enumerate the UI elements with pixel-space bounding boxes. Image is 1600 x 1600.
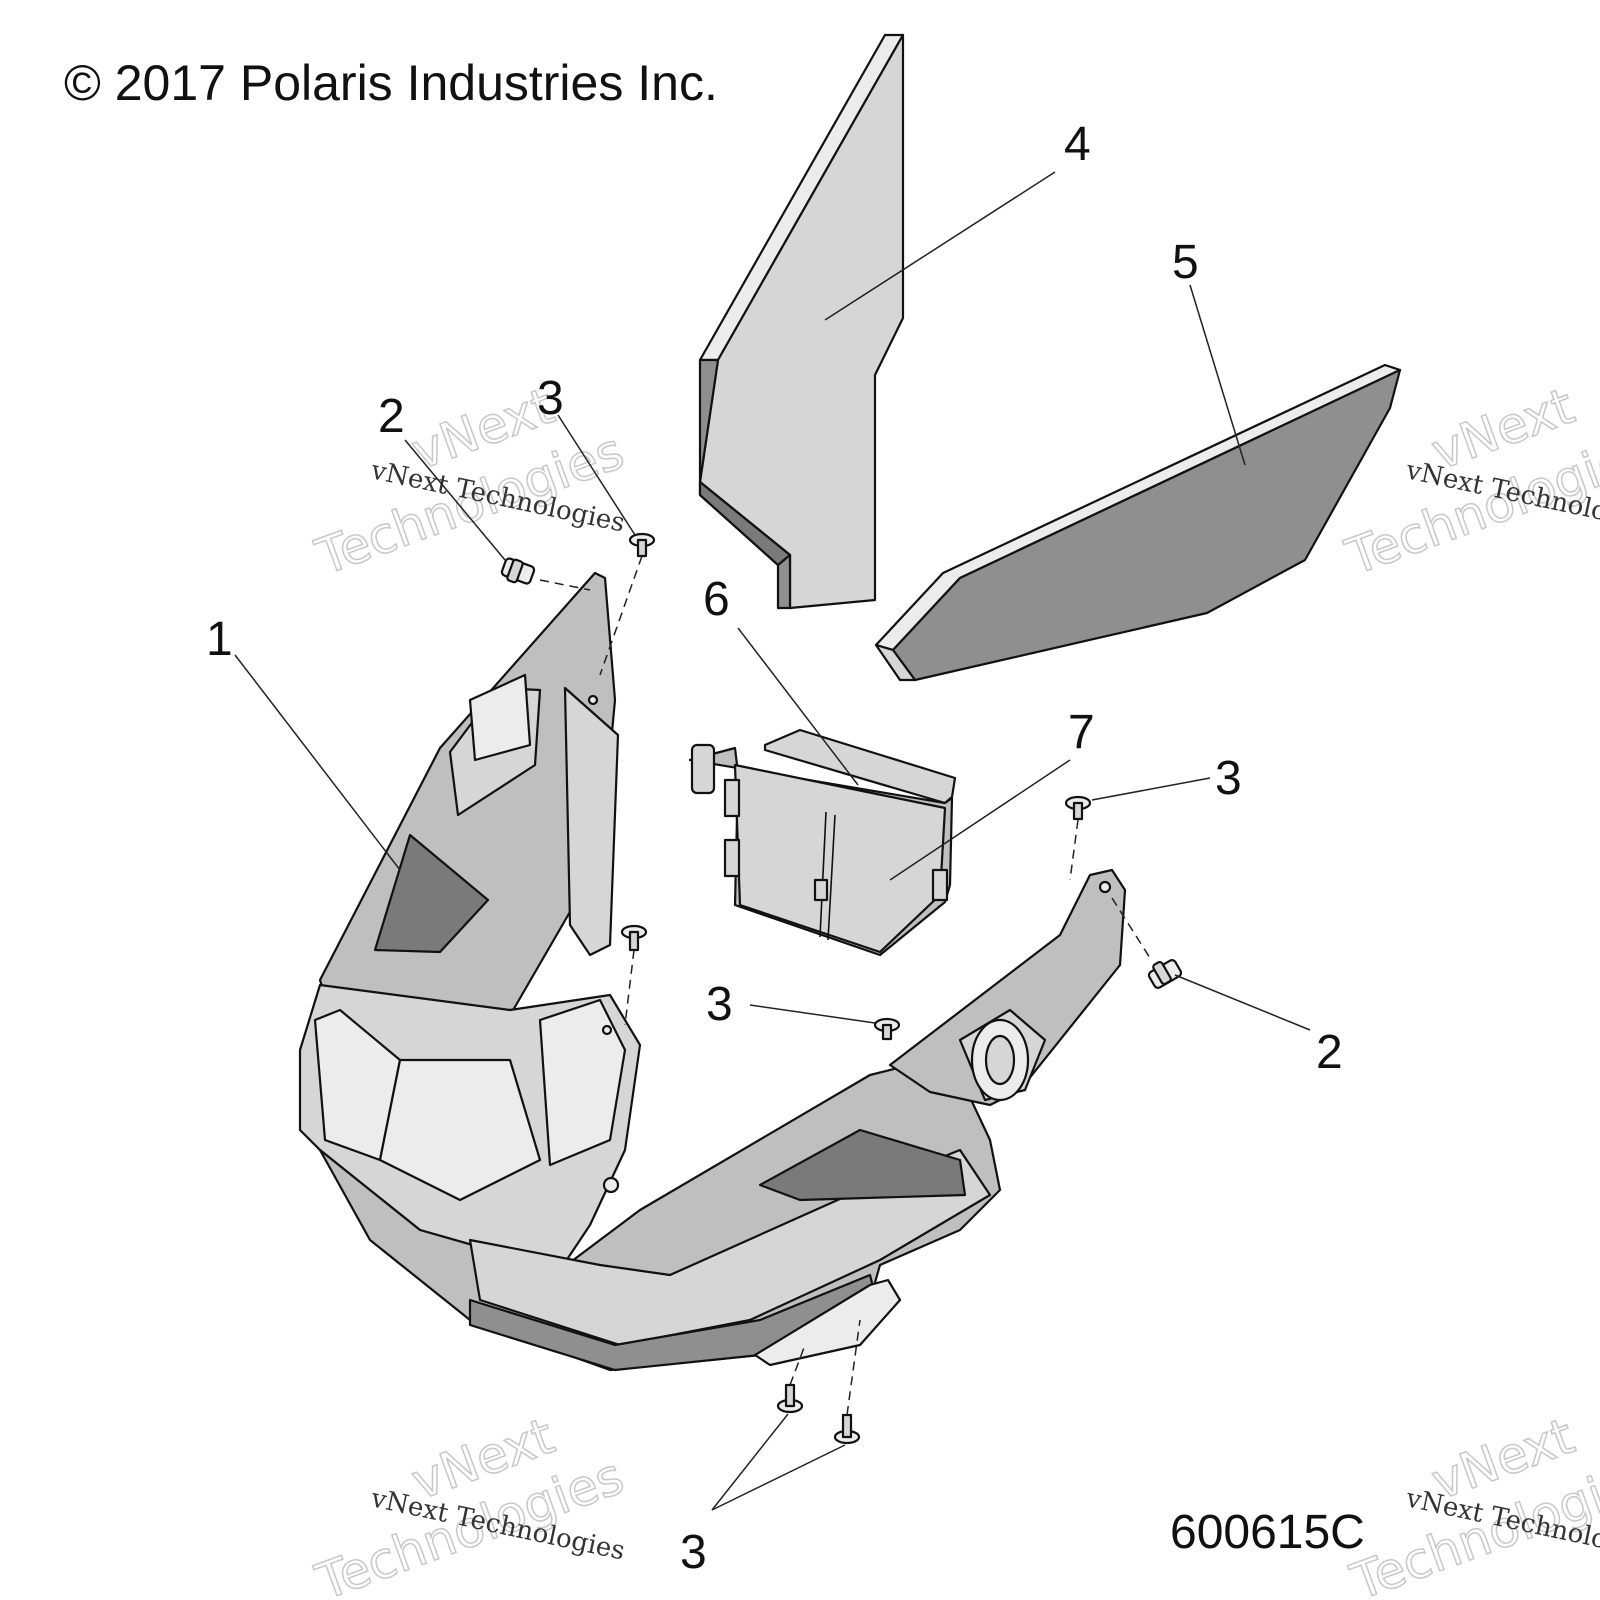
callout-4: 4 <box>1064 118 1091 171</box>
callout-3-right: 3 <box>1215 752 1242 805</box>
callout-3-top: 3 <box>537 372 564 425</box>
fastener-3-bottom-a <box>776 1383 804 1414</box>
fastener-2-right <box>1147 959 1183 989</box>
fastener-2-top-left <box>500 557 536 585</box>
part-1-body <box>298 571 1127 1372</box>
leader-lines <box>234 171 1311 1511</box>
callout-5: 5 <box>1172 236 1199 289</box>
fastener-3-right <box>1064 795 1092 821</box>
part-7-tray <box>688 743 954 957</box>
fastener-3-center <box>873 1017 901 1041</box>
callout-7: 7 <box>1068 706 1095 759</box>
copyright-text: © 2017 Polaris Industries Inc. <box>64 55 718 111</box>
drawing-number: 600615C <box>1170 1506 1365 1559</box>
watermark-bottom-right: vNext Technologies vNext Technologies <box>1343 1406 1600 1600</box>
fastener-3-bottom-b <box>833 1413 861 1445</box>
fastener-3-inner <box>620 924 648 952</box>
watermark-top-left: vNext Technologies vNext Technologies <box>308 376 632 587</box>
part-5-panel <box>874 363 1402 682</box>
assembly-lines <box>539 555 1151 1416</box>
callout-2-left: 2 <box>378 390 405 443</box>
part-4-panel <box>698 33 905 610</box>
fastener-3-top <box>628 532 656 558</box>
callout-3-center: 3 <box>706 978 733 1031</box>
watermark-bottom-left: vNext Technologies vNext Technologies <box>308 1406 632 1600</box>
callout-2-right: 2 <box>1316 1026 1343 1079</box>
callout-1: 1 <box>206 613 233 666</box>
callout-3-bottom: 3 <box>680 1526 707 1579</box>
callout-6: 6 <box>703 573 730 626</box>
